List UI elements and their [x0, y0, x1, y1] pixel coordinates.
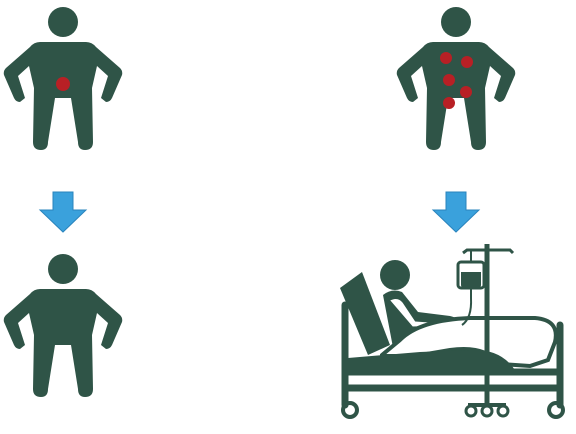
down-arrow-icon — [433, 192, 479, 232]
down-arrow-icon — [40, 192, 86, 232]
arrow-right — [433, 192, 479, 232]
disease-spot — [461, 56, 473, 68]
disease-spot — [440, 52, 452, 64]
patient-head — [380, 260, 410, 290]
person-healthy-bottom-left — [4, 254, 123, 397]
person-icon — [397, 7, 516, 150]
arrow-left — [40, 192, 86, 232]
hospital-bed-scene — [340, 244, 563, 417]
disease-spot — [460, 86, 472, 98]
disease-spot — [443, 74, 455, 86]
person-sick-top-right — [397, 7, 516, 150]
iv-fluid — [461, 272, 481, 287]
person-icon — [4, 254, 123, 397]
disease-spot — [443, 97, 455, 109]
mattress — [348, 350, 515, 370]
disease-spot — [56, 77, 70, 91]
person-healthy-top-left — [4, 7, 123, 150]
